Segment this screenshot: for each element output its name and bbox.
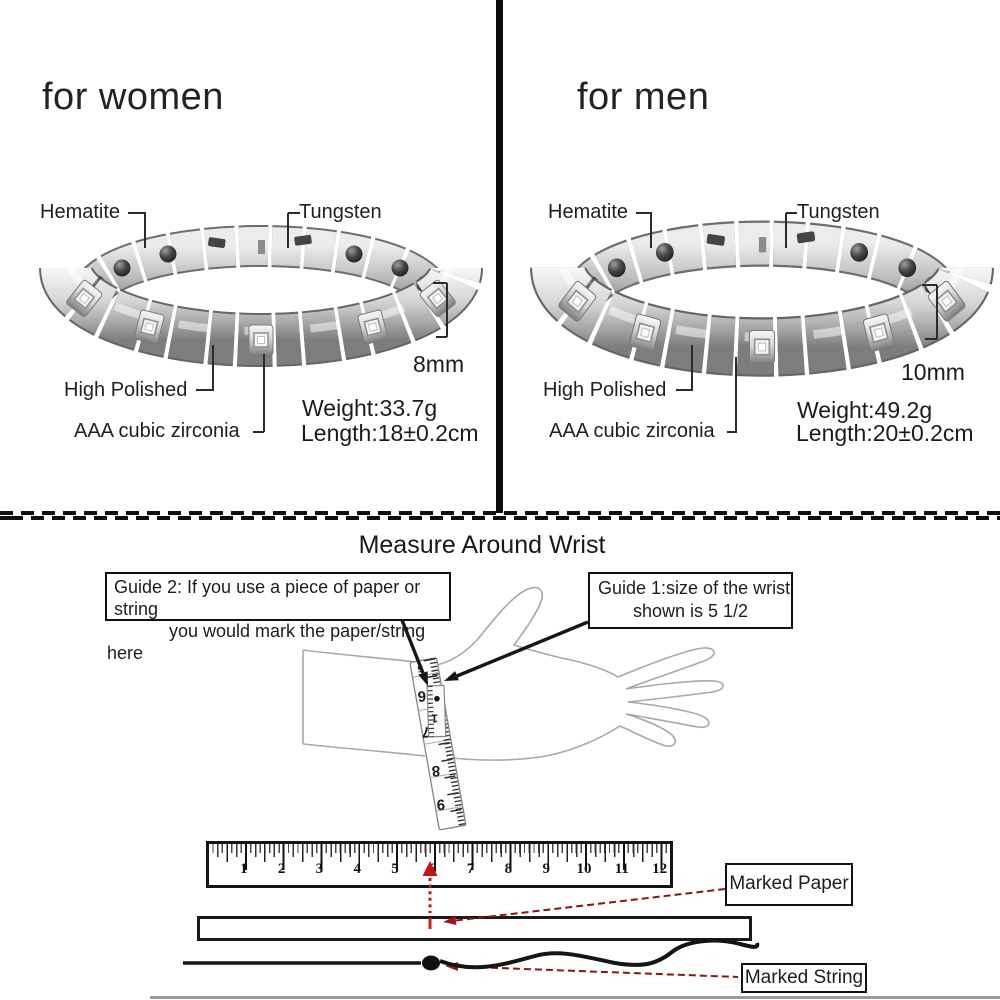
band-number-9: 9 [436, 796, 445, 813]
band-width-women: 8mm [413, 351, 465, 377]
guide1-line1: Guide 1:size of the wrist [598, 578, 791, 598]
ruler-number: 5 [391, 861, 399, 877]
ruler-number: 12 [652, 861, 668, 877]
ruler-number: 6 [429, 861, 437, 877]
ruler-number: 8 [504, 861, 513, 877]
paper-strip [197, 916, 752, 941]
ruler-number: 4 [353, 861, 361, 877]
measuring-ruler: 1 2 3 4 5 6 7 8 9 10 11 12 [206, 841, 673, 888]
marked-string-pointer [445, 962, 739, 978]
label-hematite-women: Hematite [40, 201, 121, 223]
label-hematite-men: Hematite [548, 201, 629, 223]
bracelet-men-photo [558, 231, 966, 363]
ruler-number: 7 [466, 861, 475, 877]
guide2-box: Guide 2: If you use a piece of paper or … [105, 572, 451, 663]
label-zirconia-men: AAA cubic zirconia [549, 420, 715, 442]
label-zirconia-women: AAA cubic zirconia [74, 420, 240, 442]
measure-title: Measure Around Wrist [358, 531, 606, 559]
band-number-8: 8 [431, 762, 440, 779]
ruler-number: 3 [315, 861, 324, 877]
bottom-edge-strip [150, 996, 1000, 999]
bracelet-women-photo [66, 235, 457, 355]
length-women: Length:18±0.2cm [301, 420, 479, 446]
panel-title-women: for women [42, 76, 224, 118]
label-high-polished-women: High Polished [64, 379, 188, 401]
ruler-ticks-inch [209, 844, 670, 870]
overlap-number-1: 1 [431, 711, 438, 725]
label-tungsten-men: Tungsten [797, 201, 880, 223]
ruler-number: 10 [576, 861, 592, 877]
length-men: Length:20±0.2cm [796, 420, 974, 446]
guide2-line1: Guide 2: If you use a piece of paper or … [114, 577, 421, 619]
wrist-ruler-overlap: 1 [426, 684, 447, 738]
ruler-number: 9 [542, 861, 550, 877]
guide2-line2: you would mark the paper/string here [107, 621, 426, 663]
panel-title-men: for men [577, 76, 710, 118]
band-number-6: 6 [417, 687, 426, 704]
weight-women: Weight:33.7g [302, 395, 438, 421]
guide1-box: Guide 1:size of the wrist shown is 5 1/2 [588, 572, 793, 629]
string-line [183, 938, 760, 971]
label-tungsten-women: Tungsten [299, 201, 382, 223]
vertical-divider [496, 0, 503, 513]
band-width-men: 10mm [901, 359, 965, 385]
horizontal-divider-row1 [0, 511, 1000, 515]
band-number-7: 7 [421, 723, 430, 740]
guide1-line2: shown is 5 1/2 [632, 601, 749, 621]
marked-string-box: Marked String [741, 963, 867, 993]
horizontal-divider-row2 [0, 516, 1000, 520]
label-high-polished-men: High Polished [543, 379, 667, 401]
marked-paper-box: Marked Paper [725, 863, 853, 906]
guide1-arrow [444, 620, 589, 681]
ruler-number: 11 [614, 861, 629, 877]
wrist-ruler-band: 5 6 7 8 9 [409, 657, 467, 831]
ruler-number: 2 [277, 861, 286, 877]
weight-men: Weight:49.2g [797, 397, 933, 423]
ruler-number: 1 [240, 861, 248, 877]
